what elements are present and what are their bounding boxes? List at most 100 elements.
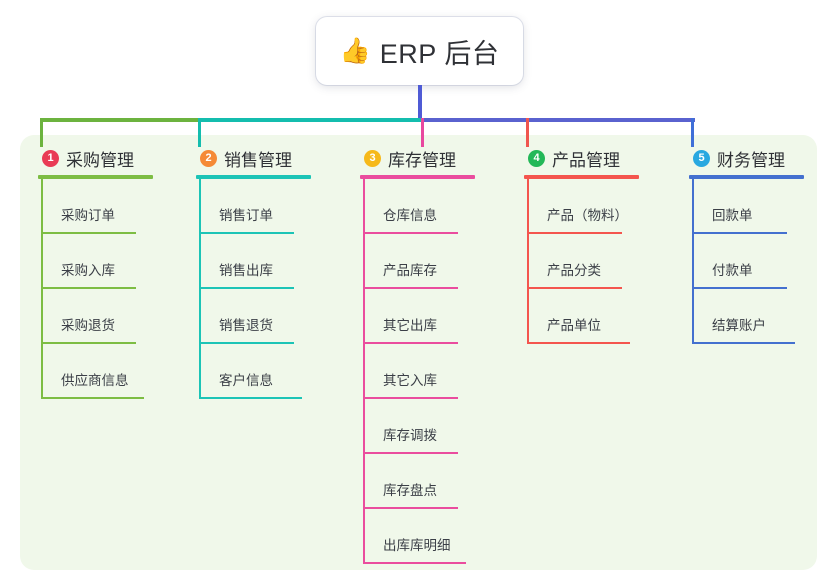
branch-item-rule — [199, 342, 294, 344]
bar-segment-1 — [40, 118, 202, 122]
branch-title: 库存管理 — [388, 150, 456, 170]
branch-title: 财务管理 — [717, 150, 785, 170]
branch-items: 采购订单采购入库采购退货供应商信息 — [38, 179, 153, 399]
branch-item-label: 客户信息 — [219, 373, 273, 388]
branch-item[interactable]: 产品单位 — [524, 289, 639, 344]
branch-item[interactable]: 仓库信息 — [360, 179, 475, 234]
branch-item-rule — [363, 287, 458, 289]
branch-item-label: 销售出库 — [219, 263, 273, 278]
branch-item[interactable]: 其它出库 — [360, 289, 475, 344]
branch-header-3[interactable]: 3 库存管理 — [360, 145, 475, 171]
branch-item-rule — [41, 397, 144, 399]
branch-number-badge: 4 — [528, 149, 545, 167]
branch-item-label: 采购退货 — [61, 318, 115, 333]
branch-column-2: 2 销售管理销售订单销售出库销售退货客户信息 — [196, 145, 311, 399]
branch-items: 仓库信息产品库存其它出库其它入库库存调拨库存盘点出库库明细 — [360, 179, 475, 564]
branch-item[interactable]: 产品（物料） — [524, 179, 639, 234]
branch-item-rule — [41, 342, 136, 344]
branch-drop-line-2 — [198, 118, 201, 147]
branch-underline — [360, 175, 475, 179]
branch-item-rule — [363, 562, 466, 564]
branch-item-label: 其它出库 — [383, 318, 437, 333]
branch-item-label: 产品分类 — [547, 263, 601, 278]
branch-item[interactable]: 其它入库 — [360, 344, 475, 399]
branch-column-5: 5 财务管理回款单付款单结算账户 — [689, 145, 804, 344]
branch-item[interactable]: 采购入库 — [38, 234, 153, 289]
root-stem-line — [418, 85, 422, 120]
branch-column-4: 4 产品管理产品（物料） 产品分类产品单位 — [524, 145, 639, 344]
branch-title: 产品管理 — [552, 150, 620, 170]
diagram-background-panel — [20, 135, 817, 570]
branch-item[interactable]: 销售出库 — [196, 234, 311, 289]
branch-item-rule — [692, 232, 787, 234]
bar-segment-2 — [198, 118, 423, 122]
branch-drop-line-1 — [40, 118, 43, 147]
branch-item-label: 销售退货 — [219, 318, 273, 333]
branch-item[interactable]: 出库库明细 — [360, 509, 475, 564]
branch-item[interactable]: 库存调拨 — [360, 399, 475, 454]
branch-item[interactable]: 采购退货 — [38, 289, 153, 344]
branch-item[interactable]: 产品分类 — [524, 234, 639, 289]
branch-item[interactable]: 库存盘点 — [360, 454, 475, 509]
branch-drop-line-4 — [526, 118, 529, 147]
branch-item-rule — [199, 397, 302, 399]
branch-header-4[interactable]: 4 产品管理 — [524, 145, 639, 171]
branch-spine — [41, 179, 43, 399]
branch-header-2[interactable]: 2 销售管理 — [196, 145, 311, 171]
branch-item-rule — [363, 342, 458, 344]
branch-item-label: 仓库信息 — [383, 208, 437, 223]
branch-item-label: 产品（物料） — [547, 208, 628, 223]
branch-drop-line-3 — [421, 118, 424, 147]
branch-item[interactable]: 销售退货 — [196, 289, 311, 344]
root-node[interactable]: 👍 ERP 后台 — [316, 17, 523, 85]
branch-number-badge: 5 — [693, 149, 710, 167]
branch-item-label: 库存盘点 — [383, 483, 437, 498]
branch-item-label: 回款单 — [712, 208, 753, 223]
branch-item-label: 销售订单 — [219, 208, 273, 223]
branch-item[interactable]: 付款单 — [689, 234, 804, 289]
branch-item-rule — [363, 452, 458, 454]
branch-item-rule — [363, 232, 458, 234]
bar-segment-3 — [421, 118, 695, 122]
branch-item-label: 其它入库 — [383, 373, 437, 388]
branch-item-label: 库存调拨 — [383, 428, 437, 443]
branch-title: 采购管理 — [66, 150, 134, 170]
branch-item-rule — [363, 507, 458, 509]
branch-number-badge: 1 — [42, 149, 59, 167]
branch-underline — [689, 175, 804, 179]
branch-title: 销售管理 — [224, 150, 292, 170]
branch-header-1[interactable]: 1 采购管理 — [38, 145, 153, 171]
branch-drop-line-5 — [691, 118, 694, 147]
thumbs-up-icon: 👍 — [339, 36, 371, 65]
branch-item-rule — [527, 287, 622, 289]
branch-item-rule — [692, 342, 795, 344]
branch-item-rule — [363, 397, 458, 399]
branch-item-label: 产品单位 — [547, 318, 601, 333]
branch-item[interactable]: 结算账户 — [689, 289, 804, 344]
branch-column-3: 3 库存管理仓库信息产品库存其它出库其它入库库存调拨库存盘点出库库明细 — [360, 145, 475, 564]
branch-item-label: 出库库明细 — [383, 538, 451, 553]
branch-spine — [199, 179, 201, 399]
branch-item[interactable]: 销售订单 — [196, 179, 311, 234]
branch-spine — [692, 179, 694, 344]
branch-underline — [38, 175, 153, 179]
branch-item[interactable]: 供应商信息 — [38, 344, 153, 399]
branch-item[interactable]: 采购订单 — [38, 179, 153, 234]
branch-item-rule — [199, 232, 294, 234]
branch-underline — [524, 175, 639, 179]
branch-number-badge: 2 — [200, 149, 217, 167]
branch-item[interactable]: 产品库存 — [360, 234, 475, 289]
branch-number-badge: 3 — [364, 149, 381, 167]
branch-item-rule — [41, 232, 136, 234]
branch-header-5[interactable]: 5 财务管理 — [689, 145, 804, 171]
branch-items: 回款单付款单结算账户 — [689, 179, 804, 344]
branch-item[interactable]: 客户信息 — [196, 344, 311, 399]
branch-item-rule — [692, 287, 787, 289]
branch-spine — [363, 179, 365, 564]
branch-item-rule — [41, 287, 136, 289]
branch-item-label: 供应商信息 — [61, 373, 129, 388]
branch-item-rule — [527, 342, 630, 344]
branch-item-rule — [527, 232, 622, 234]
branch-item[interactable]: 回款单 — [689, 179, 804, 234]
